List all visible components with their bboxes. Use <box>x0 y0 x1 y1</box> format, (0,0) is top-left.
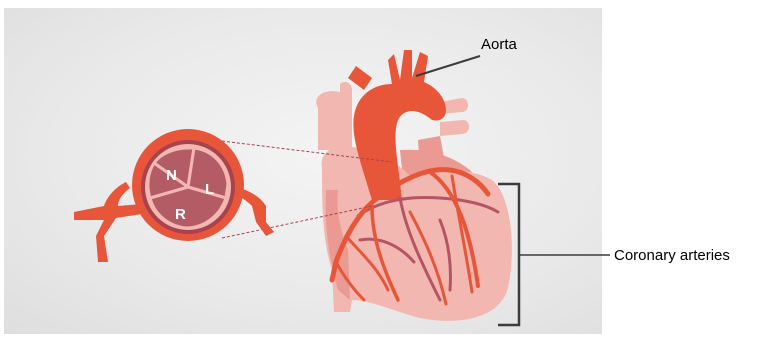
heart-body <box>316 82 512 321</box>
coronary-arteries-bracket <box>498 184 610 325</box>
valve-cusp-l: L <box>205 181 214 198</box>
aorta-label: Aorta <box>481 36 517 53</box>
valve-cusp-r: R <box>175 206 186 223</box>
coronary-arteries-label: Coronary arteries <box>614 247 730 264</box>
aortic-valve-cross-section: N L R <box>74 129 274 262</box>
valve-cusp-n: N <box>166 167 177 184</box>
